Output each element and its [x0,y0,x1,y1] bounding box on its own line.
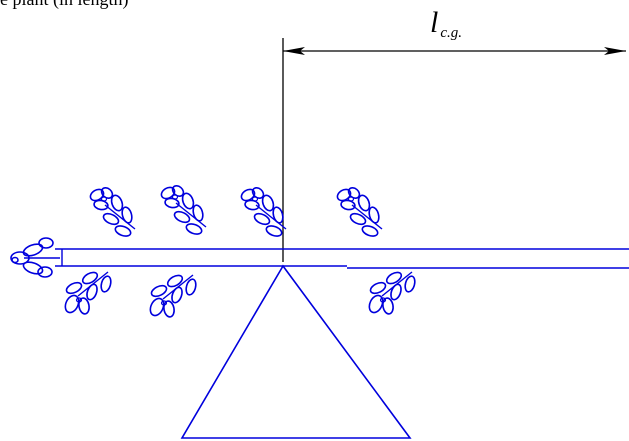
plant-tip-leaves [10,237,60,278]
lower-leaf-sprigs [61,269,418,319]
cut-off-caption-text: e plant (in length) [0,0,128,12]
dimension-arrow-right [604,47,626,55]
fulcrum-triangle [180,264,412,439]
plant-stem [55,248,629,269]
upper-leaf-sprigs [87,182,383,239]
dimension-arrow-left [283,47,305,55]
